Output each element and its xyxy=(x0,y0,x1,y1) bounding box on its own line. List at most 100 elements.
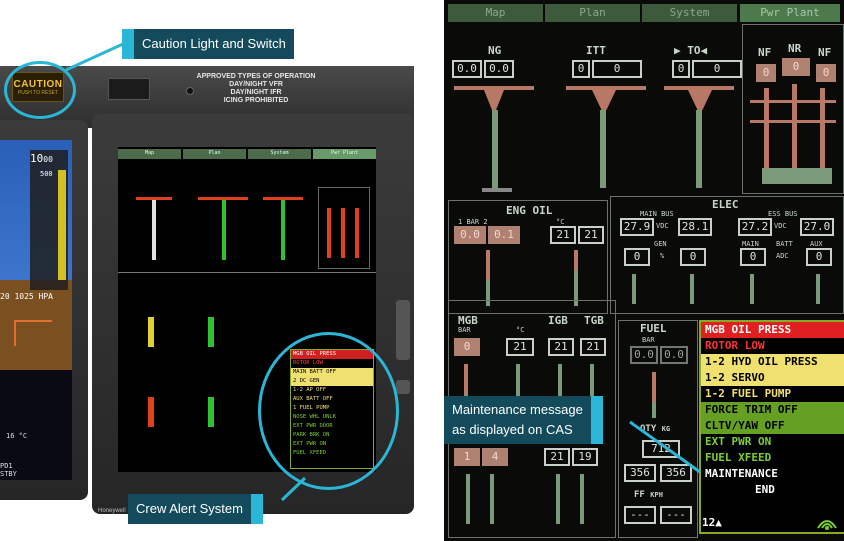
nf-left-value: 0 xyxy=(756,64,776,82)
mini-tab-map[interactable]: Map xyxy=(118,149,181,159)
qty-label: QTY xyxy=(640,424,657,434)
mini-to-needle xyxy=(281,200,285,260)
maint-callout-line: Maintenance message xyxy=(452,402,583,417)
batt-aux-gauge xyxy=(816,274,820,304)
itt-label: ITT xyxy=(586,44,606,57)
placard-line: DAY/NIGHT IFR xyxy=(230,89,282,96)
mini-to-bar xyxy=(263,197,303,200)
fuel-qty-caption: QTY KG xyxy=(640,424,670,434)
mini-itt-needle xyxy=(222,200,226,260)
ng-limit-bar xyxy=(454,86,534,90)
fuel-flow-readout: --- --- xyxy=(624,506,692,524)
eng-oil-bar-readout: 0.0 0.1 xyxy=(454,226,520,244)
hyd-temp-gauge-2 xyxy=(580,474,584,524)
cas-message: 1-2 SERVO xyxy=(701,370,844,386)
tab-plan[interactable]: Plan xyxy=(545,4,640,22)
mini-tab-pwr-plant[interactable]: Pwr Plant xyxy=(313,149,376,159)
mgb-label: MGB xyxy=(458,314,478,327)
maint-callout-line: as displayed on CAS xyxy=(452,422,573,437)
igb-temp-value: 21 xyxy=(548,338,574,356)
pwr-plant-display: Map Plan System Pwr Plant NG 0.0 0.0 ITT… xyxy=(444,0,844,541)
cas-message: 1-2 HYD OIL PRESS xyxy=(701,354,844,370)
ess-bus-1: 27.2 xyxy=(738,218,772,236)
ng-label: NG xyxy=(488,44,502,57)
batt-label: BATT xyxy=(776,240,793,248)
to-bar xyxy=(696,110,702,188)
ng-readout: 0.0 0.0 xyxy=(452,60,514,78)
callout-accent xyxy=(250,494,263,524)
to-readout: 0 0 xyxy=(672,60,742,78)
mini-mgb-gauge xyxy=(148,397,154,427)
tab-map[interactable]: Map xyxy=(448,4,543,22)
maint-callout-text: Maintenance message as displayed on CAS xyxy=(444,396,591,444)
cas-message: ROTOR LOW xyxy=(701,338,844,354)
mini-tab-plan[interactable]: Plan xyxy=(183,149,246,159)
cas-message: FUEL XFEED xyxy=(701,450,844,466)
ng-value-1: 0.0 xyxy=(452,60,482,78)
oil-temp-1: 21 xyxy=(550,226,576,244)
nf-gauge-fragment xyxy=(14,320,52,346)
tab-system[interactable]: System xyxy=(642,4,737,22)
eng-oil-frame xyxy=(448,200,608,314)
n1: 1 xyxy=(458,218,463,226)
pfd-screen: 1000 500 20 1025 HPA 16 °C PD1 STBY xyxy=(0,140,72,480)
mini-oil-gauge xyxy=(148,317,154,347)
oil-press-gauge-bottom xyxy=(486,280,490,306)
operation-placard: APPROVED TYPES OF OPERATION DAY/NIGHT VF… xyxy=(196,73,316,105)
mgb-bar-unit: BAR xyxy=(458,326,471,334)
mini-nf-bar xyxy=(327,208,331,258)
igb-label: IGB xyxy=(548,314,568,327)
cas-message: MGB OIL PRESS xyxy=(701,322,844,338)
mgb-press-gauge-top xyxy=(464,364,468,394)
eng-oil-temp-readout: 21 21 xyxy=(550,226,604,244)
hyd-press-readout: 1 4 xyxy=(454,448,508,466)
gen-label: GEN xyxy=(654,240,667,248)
bezel-knob[interactable] xyxy=(396,300,410,360)
eng-oil-bar-caption: 1 BAR 2 xyxy=(458,218,488,226)
mfd-tabs: Map Plan System Pwr Plant xyxy=(118,149,376,159)
ess-bus-2: 27.0 xyxy=(800,218,834,236)
mgb-press-value: 0 xyxy=(454,338,480,356)
bezel-button[interactable] xyxy=(396,380,410,394)
hyd-temp-1: 21 xyxy=(544,448,570,466)
kg-unit: KG xyxy=(661,425,671,433)
to-value-2: 0 xyxy=(692,60,742,78)
fuel-tank-2: 356 xyxy=(660,464,692,482)
nf-right-bar xyxy=(820,88,825,168)
callout-accent xyxy=(122,29,134,59)
hyd-temp-readout: 21 19 xyxy=(544,448,598,466)
caution-callout-label: Caution Light and Switch xyxy=(134,29,294,59)
cockpit-photo: CAUTION PUSH TO RESET APPROVED TYPES OF … xyxy=(0,0,414,541)
to-limit-bar xyxy=(664,86,734,90)
pfd-bottom-labels: PD1 STBY xyxy=(0,462,17,478)
placard-line: ICING PROHIBITED xyxy=(223,97,289,104)
pd-label: PD1 xyxy=(0,462,13,470)
elec-label: ELEC xyxy=(712,198,739,211)
batt-aux-value: 0 xyxy=(806,248,832,266)
oil-press-gauge-top xyxy=(486,250,490,280)
mini-tab-system[interactable]: System xyxy=(248,149,311,159)
caution-callout: Caution Light and Switch xyxy=(122,29,294,59)
fuel-qty-value: 712 xyxy=(642,440,680,458)
hyd-press-2: 4 xyxy=(482,448,508,466)
fuel-press-gauge-top xyxy=(652,372,656,402)
oat-readout: 16 °C xyxy=(6,432,28,440)
oil-press-2: 0.1 xyxy=(488,226,520,244)
vdc-label-1: VDC xyxy=(656,222,669,230)
tgb-temp-gauge xyxy=(590,364,594,424)
tgb-label: TGB xyxy=(584,314,604,327)
nr-green-band xyxy=(762,168,832,184)
ng-base xyxy=(482,188,512,192)
cas-message: EXT PWR ON xyxy=(701,434,844,450)
nf-left-label: NF xyxy=(758,46,772,59)
nf-left-bar xyxy=(764,88,769,168)
scroll-indicator-icon[interactable] xyxy=(816,514,838,530)
tab-pwr-plant[interactable]: Pwr Plant xyxy=(740,4,840,22)
gen2-gauge xyxy=(690,274,694,304)
itt-limit-bar xyxy=(566,86,646,90)
oil-temp-gauge-top xyxy=(574,250,578,270)
mini-nr-bar xyxy=(341,208,345,258)
aux-batt-label: AUX xyxy=(810,240,823,248)
